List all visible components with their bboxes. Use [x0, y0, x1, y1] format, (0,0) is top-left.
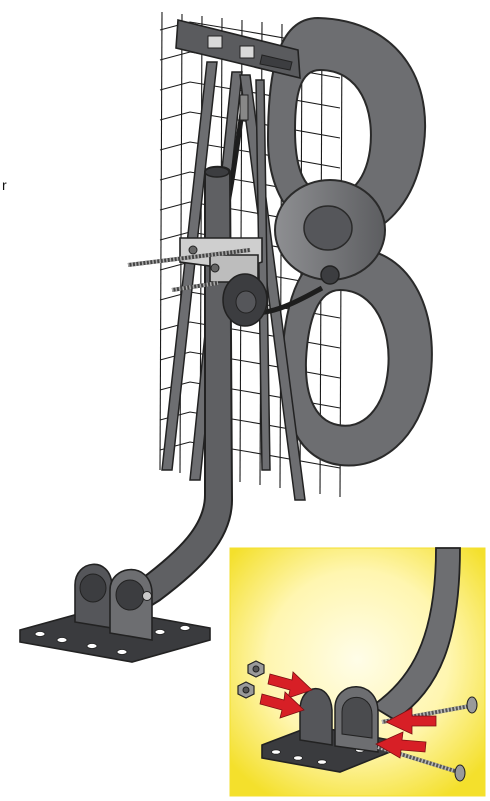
- top-crossbar: [175, 18, 301, 80]
- direction-arrow: [267, 671, 313, 699]
- coax-connector: [239, 94, 249, 121]
- direction-arrow: [385, 707, 437, 735]
- base-mount-bracket: [19, 563, 211, 663]
- hex-nut: [247, 660, 265, 678]
- figure-eight-loop-element: [266, 16, 433, 467]
- edge-letter: r: [2, 177, 7, 193]
- threaded-rod: [127, 248, 251, 292]
- mast-pole: [98, 165, 234, 627]
- direction-arrow: [375, 731, 427, 759]
- direction-arrow: [259, 691, 305, 719]
- inset-detail-panel: [229, 547, 486, 797]
- hex-nut: [237, 681, 255, 699]
